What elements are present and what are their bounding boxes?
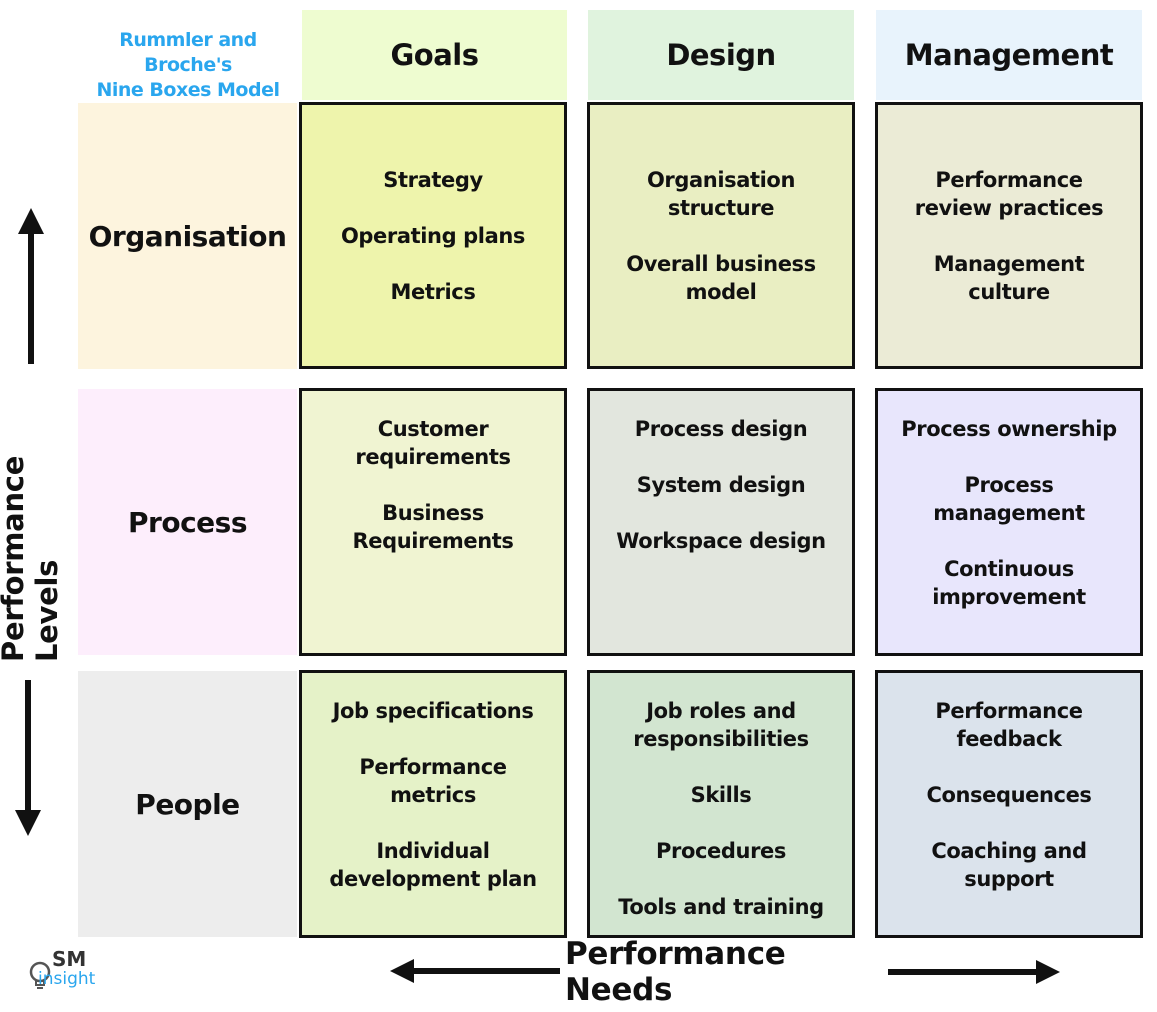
box-item: Strategy <box>383 167 483 192</box>
box-item: Individual development plan <box>329 839 537 891</box>
box-item: Overall business model <box>626 251 816 304</box>
box-item: Workspace design <box>616 529 826 553</box>
model-title-line-2: Nine Boxes Model <box>96 79 280 101</box>
model-title-line-1: Rummler and Broche's <box>119 29 257 76</box>
column-header-management: Management <box>876 10 1142 100</box>
row-header-organisation: Organisation <box>78 103 297 369</box>
box-item: Consequences <box>926 783 1092 807</box>
box-item: Organisation structure <box>646 167 796 220</box>
box-item: Customer requirements <box>355 417 511 469</box>
box-item: Skills <box>690 783 752 807</box>
box-item: Job specifications <box>332 699 534 723</box>
lightbulb-logo-icon <box>29 961 51 989</box>
logo-text-sm: SM <box>52 947 87 971</box>
right-arrow-icon <box>888 960 1060 984</box>
logo-text-insight: insight <box>38 969 96 989</box>
box-item: Metrics <box>390 279 476 304</box>
vertical-axis-label: Performance Levels <box>0 455 64 662</box>
box-item: Procedures <box>656 839 786 863</box>
box-item: System design <box>636 473 806 497</box>
column-header-goals: Goals <box>302 10 567 100</box>
horizontal-axis-label: Performance Needs <box>565 936 786 1008</box>
row-header-people: People <box>78 671 297 937</box>
vertical-axis-arrows <box>15 208 44 836</box>
model-title: Rummler and Broche's Nine Boxes Model <box>80 28 296 103</box>
box-item: Business Requirements <box>352 501 514 553</box>
row-header-process: Process <box>78 389 297 655</box>
left-arrow-icon <box>390 959 560 983</box>
up-arrow-icon <box>18 208 44 364</box>
box-item: Coaching and support <box>931 839 1087 891</box>
box-item: Continuous improvement <box>932 557 1086 609</box>
box-item: Process ownership <box>901 417 1117 441</box>
column-header-design: Design <box>588 10 854 100</box>
box-item: Performance review practices <box>914 167 1104 220</box>
box-item: Process management <box>933 473 1085 525</box>
horizontal-axis-arrows <box>390 959 1060 984</box>
down-arrow-icon <box>15 680 41 836</box>
box-item: Management culture <box>933 251 1085 304</box>
box-item: Process design <box>634 417 808 441</box>
box-item: Performance metrics <box>359 755 507 807</box>
box-item: Performance feedback <box>935 699 1083 751</box>
box-item: Job roles and responsibilities <box>633 699 809 751</box>
box-item: Operating plans <box>340 223 526 248</box>
box-item: Tools and training <box>618 895 824 919</box>
